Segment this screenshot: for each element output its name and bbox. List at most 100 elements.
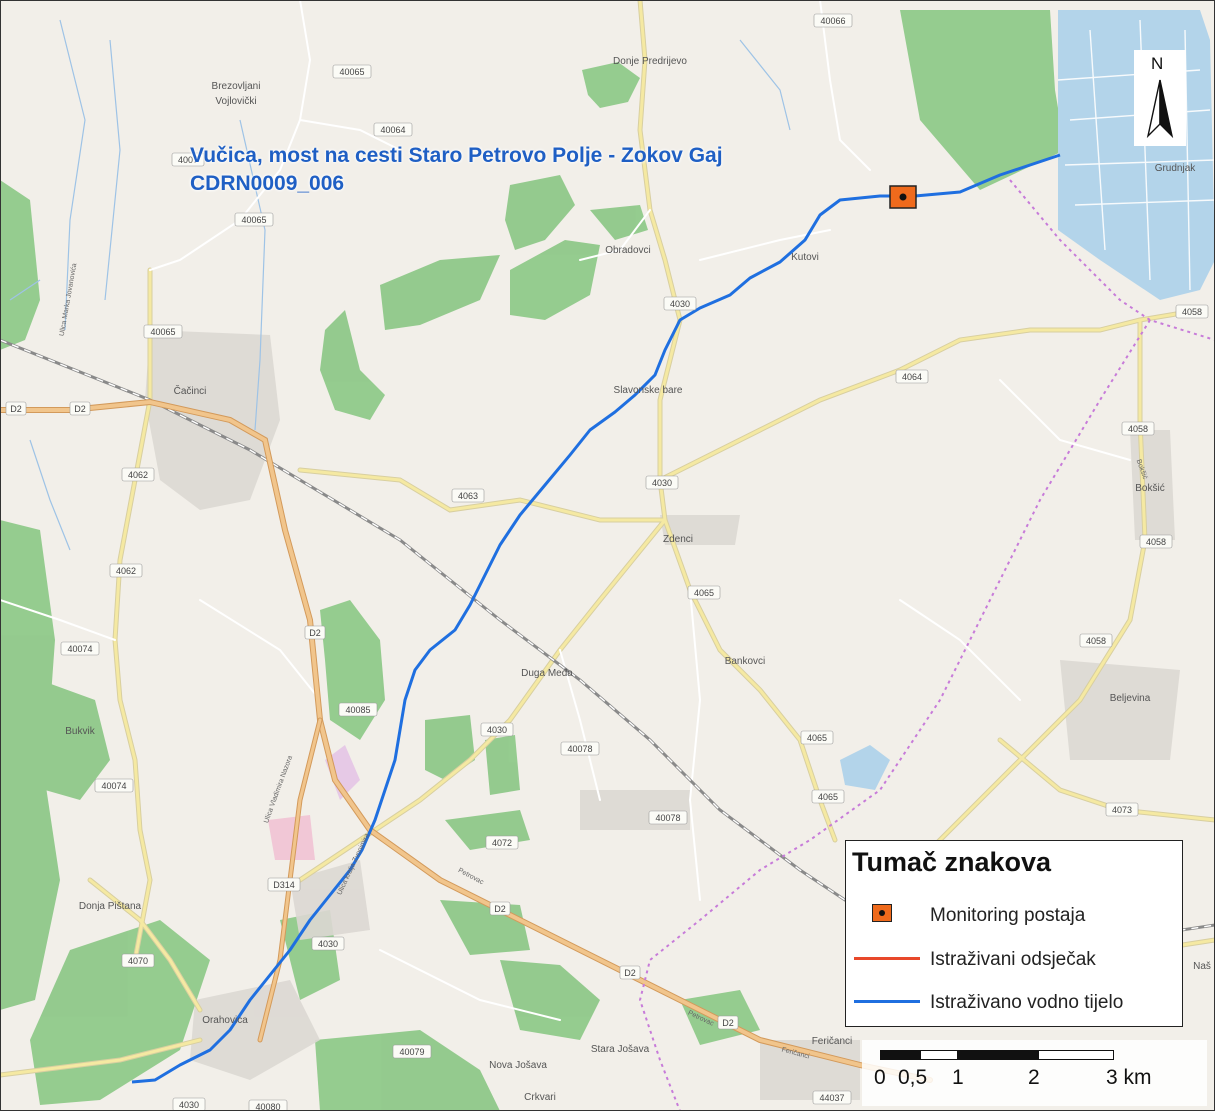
- road-shield: 4007: [171, 152, 205, 167]
- road-shield: 4030: [480, 722, 514, 737]
- scale-label: 2: [1028, 1066, 1040, 1089]
- road-number: 4058: [1128, 424, 1148, 434]
- road-number: 4072: [492, 838, 512, 848]
- studied-section-line-symbol: [854, 957, 920, 960]
- road-shield: 4065: [687, 585, 721, 600]
- commercial-area: [268, 815, 315, 860]
- place-label: Bankovci: [725, 656, 766, 667]
- road-number: 40074: [67, 644, 92, 654]
- road-number: 4030: [652, 478, 672, 488]
- map-title-line2: CDRN0009_006: [190, 172, 345, 195]
- place-label: Beljevina: [1110, 693, 1151, 704]
- road-shield: D2: [489, 901, 511, 916]
- scale-label: 1: [952, 1066, 964, 1089]
- road-number: 4030: [318, 939, 338, 949]
- road-number: 4062: [116, 566, 136, 576]
- scale-segment: [880, 1050, 920, 1060]
- place-label: Obradovci: [605, 245, 651, 256]
- north-arrow: N: [1134, 50, 1186, 146]
- residential-areas: [145, 330, 1180, 1100]
- road-number: 40078: [567, 744, 592, 754]
- road-shield: 44037: [812, 1090, 852, 1105]
- studied-water-body-line: [131, 153, 1061, 1084]
- legend-item-studied-water-body: Istraživano vodno tijelo: [846, 986, 1176, 1018]
- road-shield: 4058: [1121, 421, 1155, 436]
- place-label: Vojlovički: [215, 96, 256, 107]
- place-name-labels: Donje PredrijevoBrezovljaniVojlovičkiGru…: [65, 56, 1211, 1103]
- monitoring-station-marker[interactable]: [889, 185, 917, 209]
- place-label: Slavonske bare: [614, 385, 683, 396]
- streams: [9, 19, 791, 551]
- map-title: Vučica, most na cesti Staro Petrovo Polj…: [190, 142, 723, 198]
- road-shield: 40065: [234, 212, 274, 227]
- road-number: 4065: [818, 792, 838, 802]
- scale-label: 0: [874, 1066, 886, 1089]
- road-number: D2: [494, 904, 506, 914]
- place-label: Kutovi: [791, 252, 819, 263]
- road-shield: 4030: [311, 936, 345, 951]
- place-label: Čačinci: [174, 384, 207, 397]
- road-number: 4030: [179, 1100, 199, 1110]
- place-label: Zdenci: [663, 534, 693, 545]
- road-shield: 40066: [813, 13, 853, 28]
- road-shield: D2: [717, 1015, 739, 1030]
- road-number: 40078: [655, 813, 680, 823]
- road-shield: 40085: [338, 702, 378, 717]
- place-label: Feričanci: [812, 1036, 853, 1047]
- road-number: 4065: [807, 733, 827, 743]
- road-number: 44037: [819, 1093, 844, 1103]
- road-shield: 4058: [1175, 304, 1209, 319]
- road-shield: 4065: [811, 789, 845, 804]
- scale-segment: [958, 1050, 1038, 1060]
- studied-water-body-line-symbol: [854, 1000, 920, 1003]
- station-marker-dot: [879, 910, 885, 916]
- road-shield: 40065: [143, 324, 183, 339]
- north-letter: N: [1151, 54, 1164, 73]
- place-label: Crkvari: [524, 1092, 556, 1103]
- road-number: 40079: [399, 1047, 424, 1057]
- road-number: 40065: [150, 327, 175, 337]
- road-number: D2: [309, 628, 321, 638]
- road-shield: 4030: [663, 296, 697, 311]
- road-shield: D2: [619, 965, 641, 980]
- road-number: 4058: [1182, 307, 1202, 317]
- minor-roads: [0, 0, 1215, 1078]
- station-marker-icon: [852, 899, 922, 931]
- station-marker-box: [872, 904, 892, 922]
- place-label: Donje Predrijevo: [613, 56, 687, 67]
- road-shield: 40078: [560, 741, 600, 756]
- road-shield: D314: [267, 877, 301, 892]
- road-number: 40066: [820, 16, 845, 26]
- map-title-line1: Vučica, most na cesti Staro Petrovo Polj…: [190, 144, 723, 167]
- legend-label: Istraživani odsječak: [930, 949, 1096, 970]
- place-label: Grudnjak: [1155, 163, 1197, 174]
- place-label: Donja Pištana: [79, 901, 142, 912]
- place-label: Bukvik: [65, 726, 95, 737]
- road-shield: D2: [69, 401, 91, 416]
- red-line-icon: [852, 943, 922, 975]
- road-number: D2: [722, 1018, 734, 1028]
- administrative-border: [638, 179, 1215, 1111]
- road-shield: 40078: [648, 810, 688, 825]
- place-label: Nova Jošava: [489, 1060, 547, 1071]
- place-label: Duga Međa: [521, 668, 573, 679]
- road-number: 4007: [178, 155, 198, 165]
- road-shield: 4058: [1079, 633, 1113, 648]
- road-shield: 40079: [392, 1044, 432, 1059]
- road-number: 4065: [694, 588, 714, 598]
- road-number: D2: [74, 404, 86, 414]
- road-number: 40080: [255, 1102, 280, 1111]
- road-shield: 4073: [1105, 802, 1139, 817]
- place-label: Orahovica: [202, 1015, 248, 1026]
- road-number: 4062: [128, 470, 148, 480]
- industrial-area: [325, 745, 360, 800]
- road-shield: 4065: [800, 730, 834, 745]
- road-shield: 40074: [60, 641, 100, 656]
- legend-item-studied-section: Istraživani odsječak: [846, 943, 1176, 975]
- forest-areas: [0, 10, 1065, 1111]
- road-number: 40065: [339, 67, 364, 77]
- road-shield: 4030: [172, 1097, 206, 1111]
- road-number: 4030: [487, 725, 507, 735]
- scale-label: 3 km: [1106, 1066, 1152, 1089]
